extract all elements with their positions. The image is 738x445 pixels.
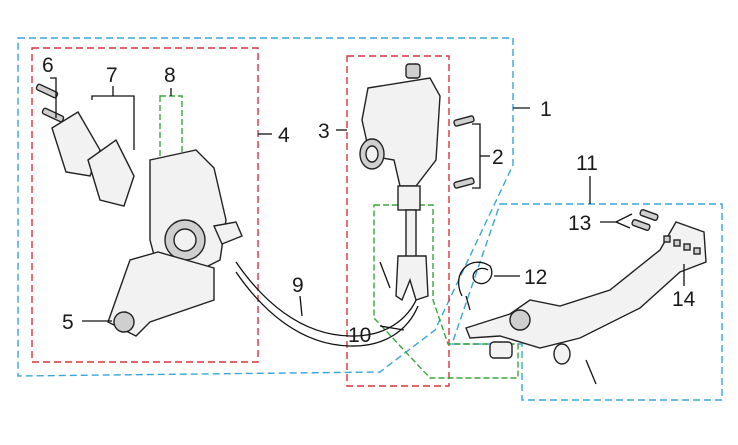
leader-10	[379, 325, 405, 331]
pedal-bolts	[631, 208, 659, 232]
callout-8: 8	[164, 64, 176, 87]
callout-12: 12	[524, 266, 547, 289]
callout-4: 4	[278, 124, 290, 147]
callout-13: 13	[568, 212, 591, 235]
leader-9	[299, 295, 303, 317]
callout-14: 14	[672, 288, 696, 311]
callout-10: 10	[348, 324, 371, 347]
callout-2: 2	[492, 146, 504, 169]
push-rod	[379, 209, 429, 302]
callout-1: 1	[540, 98, 552, 121]
callout-9: 9	[292, 274, 304, 297]
brake-caliper	[149, 149, 243, 277]
brake-pads	[51, 111, 135, 207]
assembly-outline-11	[451, 203, 723, 401]
master-cylinder	[359, 63, 441, 211]
brake-hose-inner	[235, 271, 419, 347]
leader-13b	[615, 221, 631, 229]
return-spring	[457, 261, 493, 311]
callout-11: 11	[576, 152, 598, 175]
callout-3: 3	[318, 120, 330, 143]
callout-7: 7	[106, 64, 118, 87]
pedal-grip	[663, 235, 701, 255]
master-cylinder-bolts	[453, 115, 475, 189]
subassembly-outline-4	[31, 47, 259, 363]
caliper-bracket	[107, 251, 215, 337]
leader-6	[50, 77, 57, 118]
component-outline-10	[373, 204, 519, 379]
brake-pedal	[465, 221, 707, 385]
subassembly-outline-3	[346, 55, 450, 387]
callout-6: 6	[42, 54, 54, 77]
caliper-bolts	[35, 83, 65, 123]
brake-hose	[235, 261, 419, 337]
leader-13	[600, 213, 633, 223]
assembly-outline-1	[17, 37, 514, 377]
callout-5: 5	[62, 311, 74, 334]
